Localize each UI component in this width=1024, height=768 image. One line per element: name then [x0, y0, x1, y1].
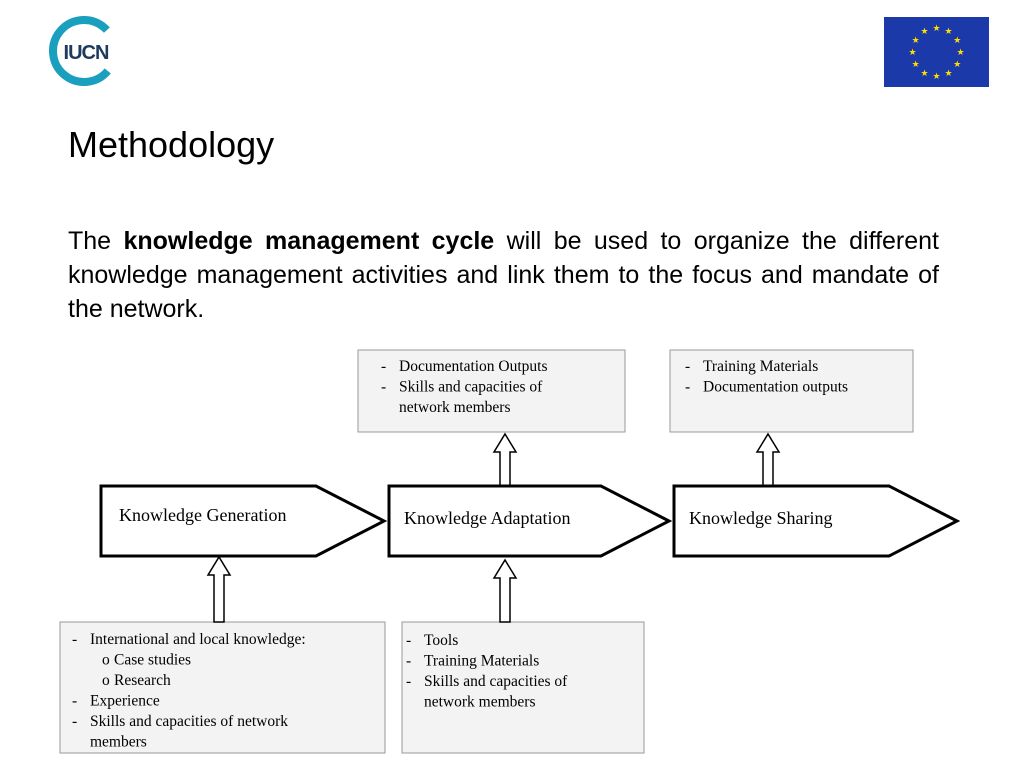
- sub-bullet-marker: o: [102, 652, 110, 669]
- arrow-up-adaptation-input: [492, 558, 518, 623]
- list-item: network members: [399, 399, 510, 416]
- adaptation-input-list: -Tools-Training Materials-Skills and cap…: [406, 632, 568, 711]
- page-title: Methodology: [68, 124, 275, 165]
- list-item: Experience: [90, 693, 160, 710]
- iucn-logo: IUCN: [49, 16, 119, 86]
- stage-sharing-shape: [672, 484, 961, 558]
- list-item: Skills and capacities of: [399, 379, 543, 396]
- bullet-marker: -: [381, 358, 386, 375]
- eu-star-icon: ★: [920, 69, 928, 79]
- list-item: Documentation outputs: [703, 379, 848, 396]
- eu-star-icon: ★: [912, 60, 920, 70]
- sub-bullet-marker: o: [102, 672, 110, 689]
- eu-star-icon: ★: [932, 72, 940, 82]
- eu-star-icon: ★: [908, 48, 916, 58]
- stage-adaptation-shape: [387, 484, 673, 558]
- list-item: Research: [114, 672, 171, 689]
- eu-flag-icon: ★★★★★★★★★★★★: [884, 17, 989, 87]
- stage-adaptation-label: Knowledge Adaptation: [404, 508, 570, 528]
- eu-star-icon: ★: [912, 36, 920, 46]
- sharing-output-list: -Training Materials-Documentation output…: [685, 358, 848, 396]
- list-item: Skills and capacities of network: [90, 713, 288, 730]
- arrow-up-sharing-output: [755, 432, 781, 487]
- logo-text: IUCN: [64, 42, 109, 64]
- intro-paragraph: The knowledge management cycle will be u…: [68, 224, 939, 326]
- eu-star-icon: ★: [932, 24, 940, 34]
- bullet-marker: -: [406, 673, 411, 690]
- bullet-marker: -: [72, 693, 77, 710]
- eu-star-icon: ★: [953, 60, 961, 70]
- stage-generation-label: Knowledge Generation: [119, 505, 286, 525]
- eu-star-icon: ★: [953, 36, 961, 46]
- eu-star-icon: ★: [956, 48, 964, 58]
- arrow-up-adaptation-output: [492, 432, 518, 487]
- intro-bold-term: knowledge management cycle: [123, 227, 495, 255]
- list-item: Case studies: [114, 652, 191, 669]
- bullet-marker: -: [406, 632, 411, 649]
- adaptation-output-box: [357, 349, 626, 433]
- list-item: Skills and capacities of: [424, 673, 568, 690]
- list-item: members: [90, 734, 147, 751]
- generation-input-box: [59, 621, 386, 754]
- list-item: network members: [424, 694, 535, 711]
- adaptation-output-list: -Documentation Outputs-Skills and capaci…: [381, 358, 548, 416]
- arrow-up-generation-input: [206, 555, 232, 623]
- bullet-marker: -: [72, 713, 77, 730]
- eu-star-icon: ★: [944, 69, 952, 79]
- intro-suffix: will be used to organize the different k…: [68, 227, 940, 323]
- list-item: Tools: [424, 632, 458, 649]
- list-item: Training Materials: [424, 653, 539, 670]
- bullet-marker: -: [685, 358, 690, 375]
- bullet-marker: -: [685, 379, 690, 396]
- sharing-output-box: [669, 349, 914, 433]
- adaptation-input-box: [401, 621, 645, 754]
- stage-sharing-label: Knowledge Sharing: [689, 508, 832, 528]
- eu-star-icon: ★: [920, 27, 928, 37]
- bullet-marker: -: [406, 653, 411, 670]
- bullet-marker: -: [72, 631, 77, 648]
- eu-star-icon: ★: [944, 27, 952, 37]
- list-item: Documentation Outputs: [399, 358, 548, 375]
- stage-generation-shape: [99, 484, 388, 558]
- list-item: International and local knowledge:: [90, 631, 306, 648]
- intro-prefix: The: [68, 227, 112, 255]
- bullet-marker: -: [381, 379, 386, 396]
- list-item: Training Materials: [703, 358, 818, 375]
